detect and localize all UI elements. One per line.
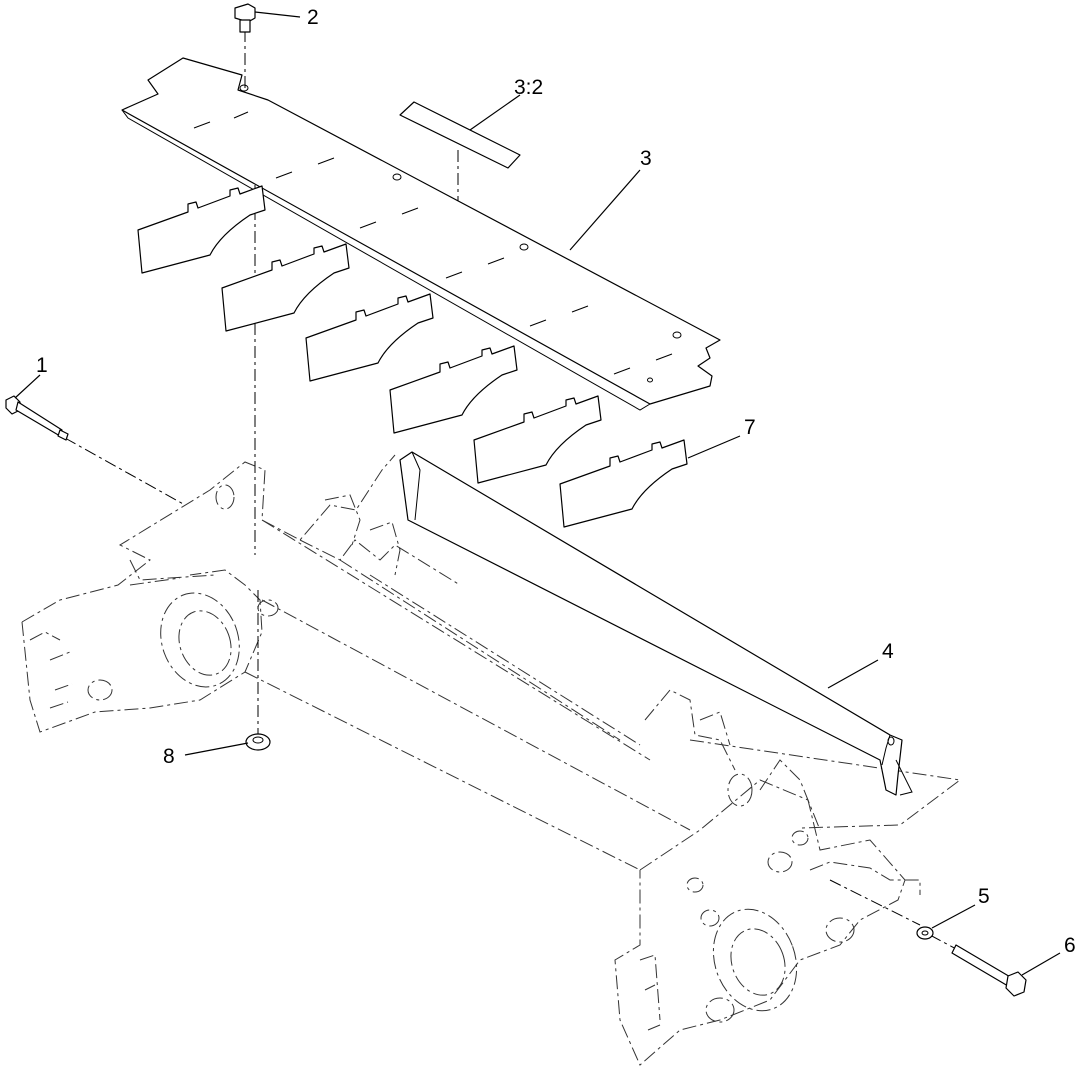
callout-4: 4 bbox=[882, 640, 894, 663]
bolt-part-2 bbox=[234, 3, 256, 33]
nut-part-8 bbox=[245, 733, 271, 751]
callout-8: 8 bbox=[163, 745, 175, 768]
callout-3: 3 bbox=[640, 147, 652, 170]
callout-5: 5 bbox=[978, 885, 990, 908]
callout-labels: 2 3:2 3 1 7 4 8 5 6 bbox=[36, 6, 1076, 957]
decal-part-3-2 bbox=[399, 101, 521, 169]
paddle-3 bbox=[305, 293, 434, 382]
paddle-5 bbox=[473, 395, 602, 484]
washer-part-5 bbox=[916, 926, 934, 940]
assembly-centerlines bbox=[64, 30, 959, 951]
callout-7: 7 bbox=[744, 416, 756, 439]
callout-2: 2 bbox=[307, 6, 319, 29]
frame-phantom bbox=[21, 454, 962, 1066]
paddles-part-7 bbox=[137, 185, 688, 528]
plate-slots bbox=[193, 111, 673, 375]
channel-part-4 bbox=[399, 451, 913, 796]
callout-3-2: 3:2 bbox=[514, 76, 543, 99]
top-plate-part-3 bbox=[121, 57, 721, 411]
paddle-2 bbox=[221, 243, 350, 332]
bolt-part-1 bbox=[5, 395, 69, 441]
leader-lines bbox=[14, 11, 1061, 976]
bolt-part-6 bbox=[951, 944, 1027, 997]
plate-holes bbox=[239, 84, 682, 383]
paddle-1 bbox=[137, 185, 266, 274]
paddle-6 bbox=[559, 439, 688, 528]
callout-1: 1 bbox=[36, 354, 48, 377]
paddle-4 bbox=[389, 345, 518, 434]
callout-6: 6 bbox=[1064, 934, 1076, 957]
